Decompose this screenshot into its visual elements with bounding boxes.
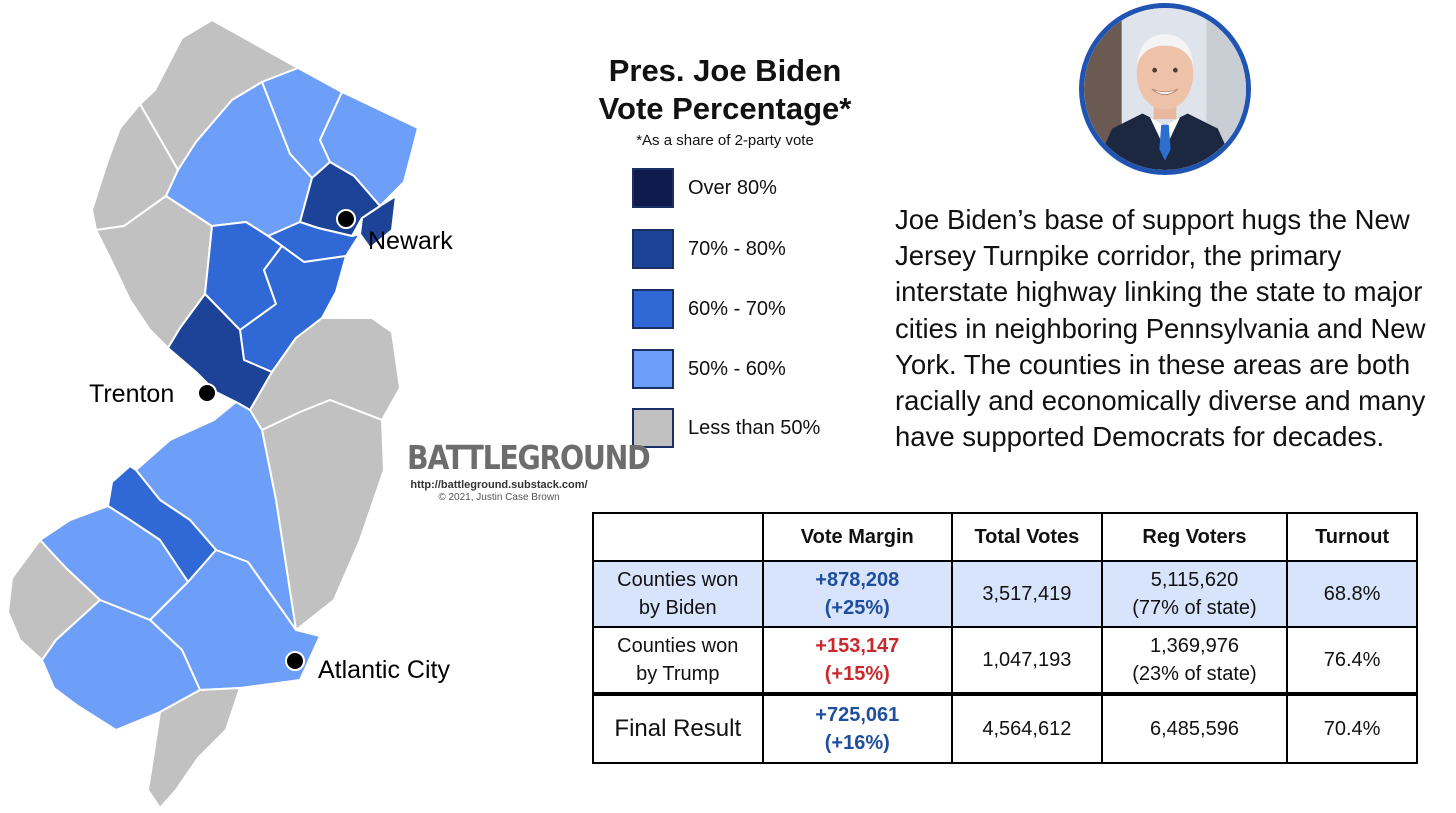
legend-swatch: [632, 168, 674, 208]
legend-swatch: [632, 349, 674, 389]
vote-margin-cell: +153,147 (+15%): [761, 626, 954, 695]
table-row-trump: Counties won by Trump +153,147 (+15%) 1,…: [592, 626, 1418, 695]
table-row-biden: Counties won by Biden +878,208 (+25%) 3,…: [592, 560, 1418, 628]
atlantic-city-marker: [285, 651, 305, 671]
legend-title: Pres. Joe Biden Vote Percentage*: [560, 52, 890, 128]
total-votes-cell: 1,047,193: [951, 626, 1103, 695]
legend-item-50-60: 50% - 60%: [632, 349, 786, 389]
portrait-illustration: [1084, 8, 1246, 170]
new-jersey-county-map: [7, 19, 419, 809]
legend-title-line2: Vote Percentage*: [598, 91, 852, 126]
county-cape-may: [147, 687, 241, 809]
legend-swatch: [632, 408, 674, 448]
city-label-atlantic-city: Atlantic City: [318, 656, 450, 684]
brand-name: BATTLEGROUND: [406, 438, 651, 477]
row-label: Final Result: [592, 692, 764, 764]
legend-label: 50% - 60%: [688, 357, 786, 380]
newark-marker: [336, 209, 356, 229]
brand-url: http://battleground.substack.com/: [410, 479, 588, 491]
row-label: Counties won by Trump: [592, 626, 764, 695]
reg-voters-share: (77% of state): [1132, 597, 1257, 619]
header-turnout: Turnout: [1286, 512, 1418, 562]
header-reg-voters: Reg Voters: [1100, 512, 1289, 562]
vote-margin-cell: +878,208 (+25%): [761, 560, 954, 628]
legend-item-60-70: 60% - 70%: [632, 289, 786, 329]
table-header-row: Vote Margin Total Votes Reg Voters Turno…: [592, 512, 1418, 562]
row-label-line1: Counties won: [617, 569, 739, 591]
brand-copyright: © 2021, Justin Case Brown: [438, 492, 560, 503]
vote-margin-cell: +725,061 (+16%): [761, 692, 954, 764]
vote-margin-value: +153,147: [815, 635, 900, 657]
reg-voters-cell: 1,369,976 (23% of state): [1100, 626, 1289, 695]
legend-item-70-80: 70% - 80%: [632, 229, 786, 269]
city-label-newark: Newark: [368, 227, 453, 255]
row-label: Counties won by Biden: [592, 560, 764, 628]
reg-voters-cell: 5,115,620 (77% of state): [1100, 560, 1289, 628]
turnout-cell: 76.4%: [1286, 626, 1418, 695]
header-vote-margin: Vote Margin: [761, 512, 954, 562]
brand-logo: BATTLEGROUND http://battleground.substac…: [392, 438, 651, 503]
reg-voters-value: 1,369,976: [1149, 635, 1239, 657]
table-row-final: Final Result +725,061 (+16%) 4,564,612 6…: [592, 692, 1418, 764]
vote-margin-percent: (+16%): [824, 732, 890, 754]
header-empty: [592, 512, 764, 562]
legend-swatch: [632, 229, 674, 269]
legend-label: Less than 50%: [688, 416, 821, 439]
legend-label: Over 80%: [688, 176, 777, 199]
vote-margin-percent: (+25%): [824, 597, 890, 619]
portrait-photo: [1079, 3, 1251, 175]
legend-item-over-80: Over 80%: [632, 168, 777, 208]
reg-voters-share: (23% of state): [1132, 663, 1257, 685]
results-table: Vote Margin Total Votes Reg Voters Turno…: [592, 512, 1418, 764]
header-total-votes: Total Votes: [951, 512, 1103, 562]
row-label-line2: by Trump: [636, 663, 720, 685]
turnout-cell: 68.8%: [1286, 560, 1418, 628]
legend-subtitle: *As a share of 2-party vote: [636, 132, 814, 149]
legend-label: 60% - 70%: [688, 297, 786, 320]
reg-voters-cell: 6,485,596: [1100, 692, 1289, 764]
vote-margin-percent: (+15%): [824, 663, 890, 685]
total-votes-cell: 4,564,612: [951, 692, 1103, 764]
legend-item-less-50: Less than 50%: [632, 408, 820, 448]
row-label-line1: Counties won: [617, 635, 739, 657]
row-label-line2: by Biden: [638, 597, 717, 619]
description-text: Joe Biden’s base of support hugs the New…: [895, 204, 1426, 453]
vote-margin-value: +725,061: [815, 704, 900, 726]
total-votes-cell: 3,517,419: [951, 560, 1103, 628]
legend-swatch: [632, 289, 674, 329]
city-label-trenton: Trenton: [89, 380, 175, 408]
trenton-marker: [197, 383, 217, 403]
legend-label: 70% - 80%: [688, 237, 786, 260]
legend-title-line1: Pres. Joe Biden: [608, 53, 842, 88]
vote-margin-value: +878,208: [815, 569, 900, 591]
turnout-cell: 70.4%: [1286, 692, 1418, 764]
reg-voters-value: 5,115,620: [1150, 569, 1239, 591]
